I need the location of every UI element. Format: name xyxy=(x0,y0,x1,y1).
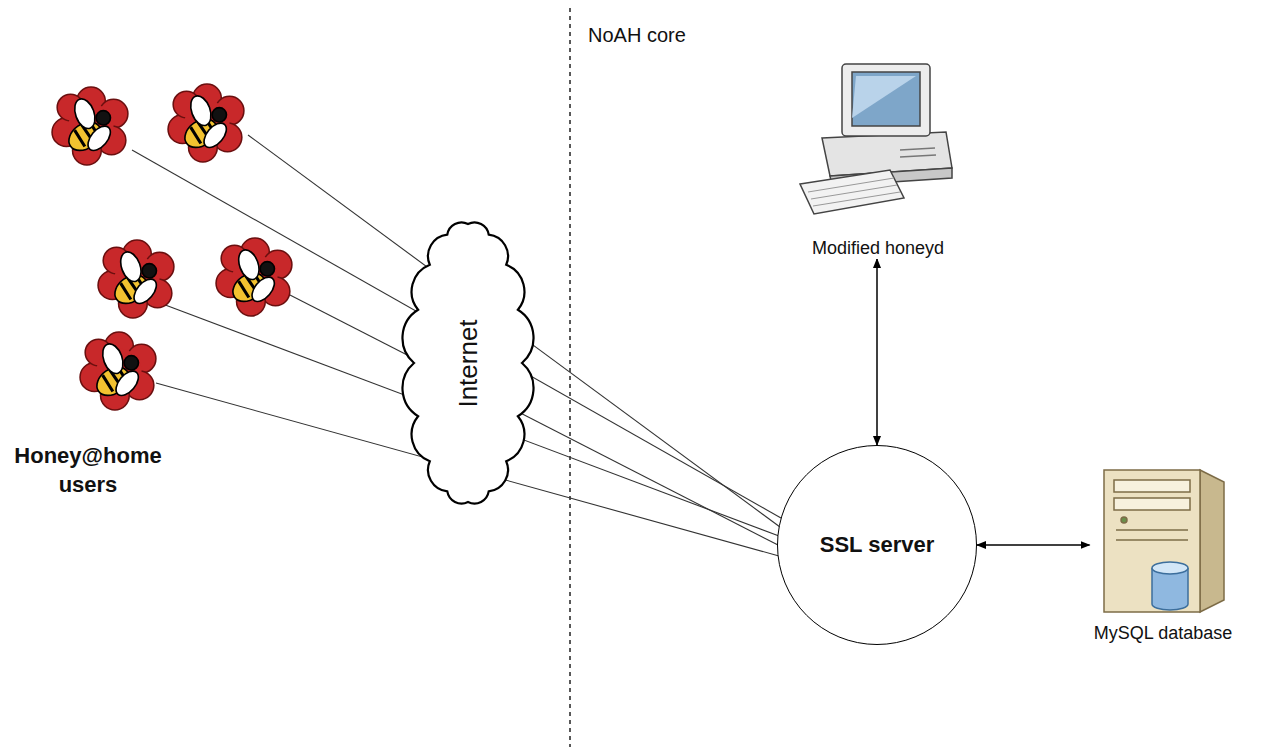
double-arrow xyxy=(876,259,878,445)
node-label: SSL server xyxy=(820,532,935,558)
honeyd-node: Modified honeyd xyxy=(776,55,980,259)
internet-cloud: Internet xyxy=(400,210,536,516)
node-label: Internet xyxy=(452,319,483,407)
node-label: MySQL database xyxy=(1092,623,1234,644)
region-label: NoAH core xyxy=(588,22,788,48)
database-node: MySQL database xyxy=(1090,462,1237,644)
server-circle: SSL server xyxy=(777,445,977,645)
node-label: Modified honeyd xyxy=(810,238,946,259)
group-label: Honey@home users xyxy=(8,442,168,499)
double-arrow xyxy=(977,544,1090,546)
